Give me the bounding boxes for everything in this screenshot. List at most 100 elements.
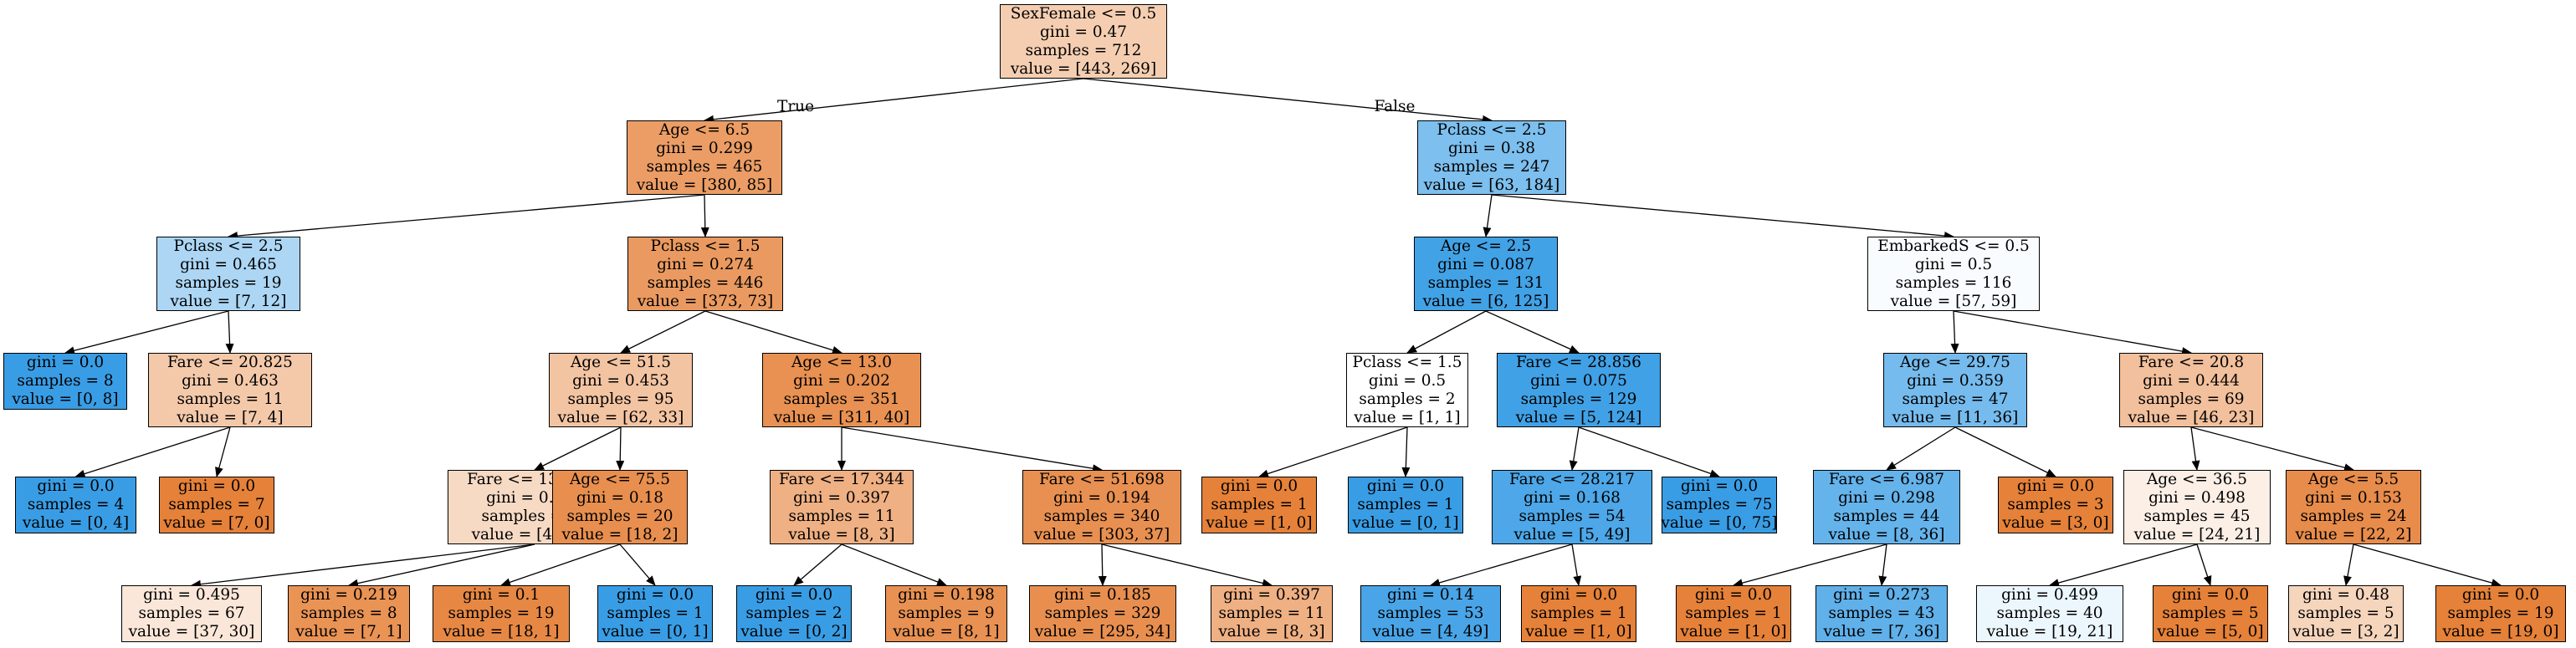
node-text-line: value = [7, 12] xyxy=(170,292,287,310)
tree-edge-n15-n19 xyxy=(841,426,1103,473)
node-text-line: value = [7, 1] xyxy=(295,623,402,640)
node-text-line: samples = 95 xyxy=(567,390,674,408)
tree-edge-n42-n43 xyxy=(2343,543,2354,586)
node-text-line: value = [46, 23] xyxy=(2128,408,2255,426)
node-text-line: gini = 0.0 xyxy=(755,586,833,604)
tree-edge-n38-n42 xyxy=(2190,426,2354,472)
tree-edge-root-n22 xyxy=(1083,78,1493,124)
tree-edge-n7-n8 xyxy=(620,310,706,354)
node-text-line: Fare <= 28.856 xyxy=(1516,353,1641,371)
node-text-line: Fare <= 17.344 xyxy=(779,470,904,488)
node-text-line: samples = 20 xyxy=(566,507,673,525)
tree-edge-n9-n11 xyxy=(348,543,535,588)
node-text-line: value = [5, 124] xyxy=(1515,408,1642,426)
node-text-line: value = [11, 36] xyxy=(1892,408,2019,426)
node-text-line: samples = 40 xyxy=(1996,605,2103,622)
tree-edge-n16-n17 xyxy=(793,543,842,586)
tree-edge-n16-n18 xyxy=(841,543,947,586)
tree-edge-n24-n25 xyxy=(1258,426,1408,478)
node-text-line: gini = 0.0 xyxy=(1694,586,1773,604)
node-text-line: Age <= 5.5 xyxy=(2307,470,2399,488)
tree-edge-n1-n2 xyxy=(228,194,705,241)
node-text-line: gini = 0.299 xyxy=(656,139,753,157)
node-text-line: value = [18, 1] xyxy=(443,623,560,640)
node-text-line: value = [5, 0] xyxy=(2157,623,2264,640)
tree-edge-n27-n28 xyxy=(1569,426,1580,471)
node-text-line: samples = 11 xyxy=(177,390,284,408)
node-text-line: gini = 0.453 xyxy=(572,371,669,390)
node-text-line: samples = 3 xyxy=(2007,496,2104,513)
node-text-line: samples = 9 xyxy=(898,605,995,622)
tree-edge-n8-n12 xyxy=(616,426,625,471)
node-text-line: gini = 0.198 xyxy=(898,586,995,604)
tree-edge-n9-n10 xyxy=(191,543,535,589)
node-text-line: Fare <= 20.825 xyxy=(167,353,293,371)
node-text-line: Age <= 2.5 xyxy=(1440,237,1532,255)
tree-edge-n33-n37 xyxy=(1954,426,2056,477)
node-text-line: samples = 69 xyxy=(2138,390,2245,408)
node-text-line: samples = 19 xyxy=(2447,605,2554,622)
node-text-line: value = [63, 184] xyxy=(1423,176,1560,194)
node-text-line: samples = 2 xyxy=(1359,390,1456,408)
node-text-line: gini = 0.153 xyxy=(2305,488,2402,507)
node-text-line: gini = 0.48 xyxy=(2302,586,2390,604)
node-text-line: value = [311, 40] xyxy=(773,408,910,426)
tree-edge-n32-n38 xyxy=(1953,310,2192,356)
node-text-line: samples = 7 xyxy=(168,496,265,513)
node-text-line: gini = 0.185 xyxy=(1054,586,1151,604)
node-text-line: samples = 45 xyxy=(2143,507,2251,525)
node-text-line: value = [24, 21] xyxy=(2133,525,2261,543)
node-text-line: samples = 5 xyxy=(2162,605,2259,622)
node-text-line: samples = 465 xyxy=(646,157,763,176)
node-text-line: samples = 1 xyxy=(607,605,704,622)
tree-edge-n38-n39 xyxy=(2190,426,2200,471)
node-text-line: gini = 0.087 xyxy=(1437,255,1534,273)
node-text-line: gini = 0.202 xyxy=(793,371,890,390)
tree-edge-n2-n3 xyxy=(64,310,229,355)
node-text-line: Pclass <= 1.5 xyxy=(1352,353,1462,371)
node-text-line: samples = 340 xyxy=(1043,507,1160,525)
node-text-line: Pclass <= 2.5 xyxy=(173,237,284,255)
node-text-line: gini = 0.47 xyxy=(1039,23,1128,41)
tree-edge-n34-n35 xyxy=(1733,543,1887,587)
tree-edge-n23-n24 xyxy=(1406,310,1487,354)
node-text-line: gini = 0.5 xyxy=(1368,371,1447,390)
node-text-line: value = [7, 36] xyxy=(1823,623,1940,640)
node-text-line: samples = 1 xyxy=(1530,605,1627,622)
node-text-line: value = [57, 59] xyxy=(1890,292,2017,310)
node-text-line: gini = 0.219 xyxy=(300,586,397,604)
node-text-line: gini = 0.397 xyxy=(1223,586,1320,604)
node-text-line: value = [19, 21] xyxy=(1986,623,2113,640)
node-text-line: value = [0, 4] xyxy=(22,514,130,532)
node-text-line: Age <= 29.75 xyxy=(1900,353,2010,371)
node-text-line: samples = 712 xyxy=(1025,41,1142,59)
tree-edge-n23-n27 xyxy=(1485,310,1580,354)
node-text-line: samples = 446 xyxy=(647,273,764,292)
tree-edge-n22-n23 xyxy=(1483,194,1493,237)
node-text-line: Age <= 13.0 xyxy=(791,353,893,371)
node-text-line: value = [373, 73] xyxy=(637,292,774,310)
node-text-line: gini = 0.075 xyxy=(1530,371,1627,390)
node-text-line: Age <= 36.5 xyxy=(2146,470,2248,488)
tree-edge-n2-n4 xyxy=(225,310,234,354)
tree-edge-n39-n40 xyxy=(2049,543,2198,587)
node-text-line: gini = 0.194 xyxy=(1053,488,1150,507)
node-text-line: gini = 0.168 xyxy=(1524,488,1621,507)
